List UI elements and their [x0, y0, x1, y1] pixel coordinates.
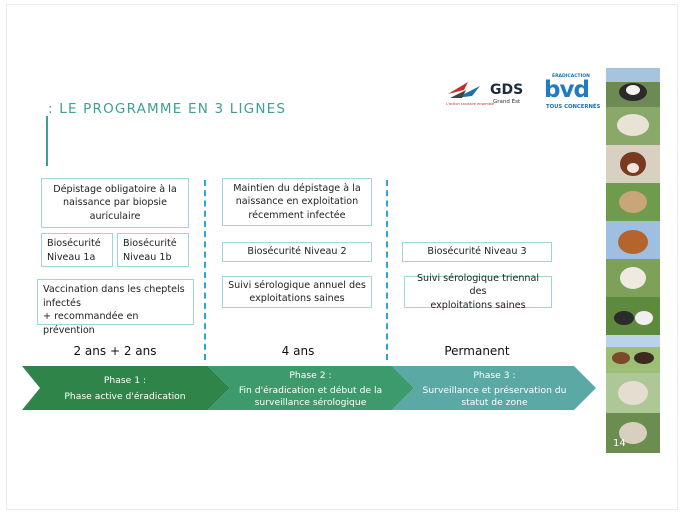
col3-duration: Permanent	[444, 344, 510, 358]
divider-1	[204, 180, 206, 360]
phase-2-arrow	[208, 366, 414, 410]
slide-border	[6, 4, 678, 510]
col1-box3-line1: Vaccination dans les cheptels	[43, 284, 185, 295]
col3-biosecurity-box: Biosécurité Niveau 3	[402, 242, 552, 262]
col1-1b-line2: Niveau 1b	[123, 251, 172, 263]
page-number: 14	[613, 438, 626, 449]
phase-2-label: Phase 2 : Fin d'éradication et début de …	[228, 370, 393, 410]
col1-biosecurity-1b-box: Biosécurité Niveau 1b	[117, 233, 189, 267]
col2-box3-line1: Suivi sérologique annuel des	[228, 279, 366, 291]
gds-name: GDS	[490, 82, 524, 98]
phase-2-title: Phase 2 :	[289, 370, 332, 381]
phase-arrows	[22, 366, 596, 410]
phase-1-arrow	[22, 366, 230, 410]
gds-tagline: L'action sanitaire ensemble	[446, 102, 495, 106]
col2-box1-line1: Maintien du dépistage à la	[233, 182, 361, 194]
phase-3-label: Phase 3 : Surveillance et préservation d…	[412, 370, 577, 410]
col2-duration: 4 ans	[281, 344, 315, 358]
phase-3-desc2: statut de zone	[461, 397, 528, 408]
phase-3-desc1: Surveillance et préservation du	[422, 384, 567, 396]
phase-1-desc: Phase active d'éradication	[64, 390, 186, 402]
phase-1-title: Phase 1 :	[103, 375, 147, 386]
slide-title: : LE PROGRAMME EN 3 LIGNES	[48, 101, 287, 117]
col2-box1-line2: naissance en exploitation	[235, 196, 359, 208]
col3-box2-text: Biosécurité Niveau 3	[427, 246, 527, 258]
bvd-logo: ÉRADICACTION bvd TOUS CONCERNÉS	[542, 74, 602, 112]
phase-3-title: Phase 3 :	[473, 370, 516, 381]
col1-vaccination-box: Vaccination dans les cheptels infectés +…	[37, 279, 194, 336]
col2-box3-line2: exploitations saines	[249, 293, 345, 304]
col1-screening-box: Dépistage obligatoire à la naissance par…	[41, 178, 189, 228]
phase-2-desc2: surveillance sérologique	[254, 397, 367, 408]
bvd-main-text: bvd	[544, 77, 590, 103]
col2-box2-text: Biosécurité Niveau 2	[247, 246, 347, 258]
col1-duration: 2 ans + 2 ans	[73, 344, 157, 358]
col1-1a-line1: Biosécurité	[47, 238, 101, 249]
col3-serology-box: Suivi sérologique triennal des exploitat…	[404, 273, 552, 311]
gds-logo: GDS Grand Est L'action sanitaire ensembl…	[446, 78, 532, 108]
bvd-top-text: ÉRADICACTION	[552, 74, 590, 79]
col1-biosecurity-1a-box: Biosécurité Niveau 1a	[41, 233, 113, 267]
col3-box3-line1: Suivi sérologique triennal des	[416, 272, 540, 298]
col1-1b-line1: Biosécurité	[123, 238, 177, 249]
col1-box1-line1: Dépistage obligatoire à la	[53, 183, 177, 195]
title-accent-rule	[46, 116, 48, 166]
gds-region: Grand Est	[493, 99, 521, 105]
gds-emblem-icon	[448, 82, 480, 98]
cattle-photo-strip	[606, 68, 660, 453]
bvd-bottom-text: TOUS CONCERNÉS	[546, 104, 601, 110]
col1-box3-line3: + recommandée en prévention	[43, 311, 139, 336]
col1-box3-line2: infectés	[43, 297, 81, 309]
col1-box1-line3: auriculaire	[89, 210, 141, 222]
col2-serology-box: Suivi sérologique annuel des exploitatio…	[222, 276, 372, 308]
col1-box1-line2: naissance par biopsie	[62, 197, 168, 209]
col1-1a-line2: Niveau 1a	[47, 251, 96, 263]
divider-2	[386, 180, 388, 360]
col2-box1-line3: récemment infectée	[248, 209, 346, 221]
phase-3-arrow	[392, 366, 596, 410]
phase-1-label: Phase 1 : Phase active d'éradication	[50, 375, 200, 403]
phase-2-desc1: Fin d'éradication et début de la	[238, 384, 383, 396]
col2-biosecurity-box: Biosécurité Niveau 2	[222, 242, 372, 262]
col2-screening-box: Maintien du dépistage à la naissance en …	[222, 178, 372, 226]
col3-box3-line2: exploitations saines	[430, 299, 526, 311]
